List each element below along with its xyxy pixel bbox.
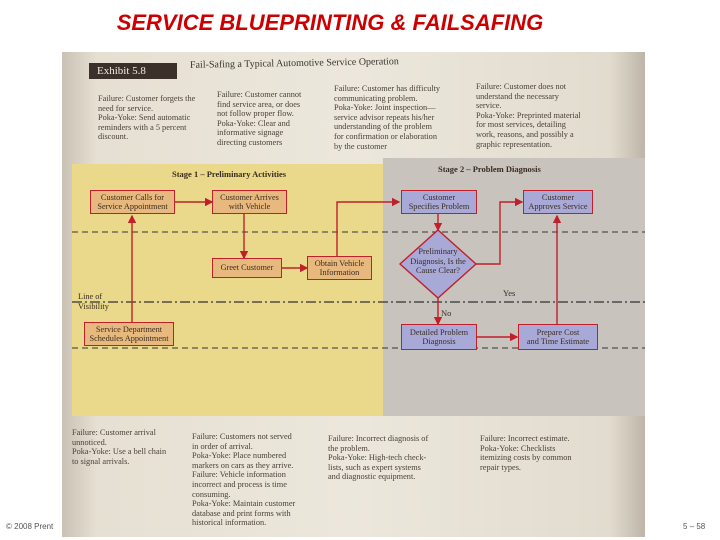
flow-lines [72,197,645,349]
decision-diamond [398,229,478,299]
arrow-obtain-specifies [336,197,401,257]
step-customer-arrives-label: Customer Arrives with Vehicle [220,192,279,212]
annotation-bottom-3: Failure: Incorrect diagnosis of the prob… [328,434,429,482]
arrow-yes [476,197,524,265]
annotation-bottom-1: Failure: Customer arrival unnoticed. Pok… [72,428,167,466]
step-customer-approves: Customer Approves Service [523,190,593,214]
step-obtain-vehicle-info: Obtain Vehicle Information [307,256,372,280]
step-obtain-vehicle-info-label: Obtain Vehicle Information [314,258,365,278]
step-customer-arrives: Customer Arrives with Vehicle [212,190,287,214]
step-detailed-diagnosis: Detailed Problem Diagnosis [401,324,477,350]
step-prepare-estimate-label: Prepare Cost and Time Estimate [526,327,590,347]
step-customer-calls-label: Customer Calls for Service Appointment [97,192,168,212]
annotation-bottom-4: Failure: Incorrect estimate. Poka-Yoke: … [480,434,572,472]
annotation-top-3: Failure: Customer has difficulty communi… [334,84,441,151]
footer-copyright: © 2008 Prent [6,522,54,531]
step-customer-approves-label: Customer Approves Service [528,192,588,212]
annotation-top-1: Failure: Customer forgets the need for s… [98,94,196,142]
step-customer-specifies: Customer Specifies Problem [401,190,477,214]
annotation-bottom-2: Failure: Customers not served in order o… [192,432,296,528]
line-of-visibility-label: Line of Visibility [78,292,109,311]
decision-yes-label: Yes [503,288,516,298]
annotation-top-4: Failure: Customer does not understand th… [476,82,581,149]
decision-preliminary-diagnosis: Preliminary Diagnosis, Is the Cause Clea… [410,247,466,275]
exhibit-photo: Exhibit 5.8 Fail-Safing a Typical Automo… [62,52,645,537]
step-prepare-estimate: Prepare Cost and Time Estimate [518,324,598,350]
stage1-label: Stage 1 – Preliminary Activities [172,169,287,179]
stage2-label: Stage 2 – Problem Diagnosis [438,164,541,174]
footer-page-number: 5 – 58 [683,522,706,531]
exhibit-label: Exhibit 5.8 [89,63,177,79]
slide-title: SERVICE BLUEPRINTING & FAILSAFING [116,10,544,35]
step-greet-customer: Greet Customer [212,258,282,278]
step-greet-customer-label: Greet Customer [220,263,274,273]
step-customer-calls: Customer Calls for Service Appointment [90,190,175,214]
step-detailed-diagnosis-label: Detailed Problem Diagnosis [409,327,469,347]
step-schedules-appointment-label: Service Department Schedules Appointment [89,324,169,344]
step-customer-specifies-label: Customer Specifies Problem [408,192,470,212]
annotation-top-2: Failure: Customer cannot find service ar… [217,90,302,147]
step-schedules-appointment: Service Department Schedules Appointment [84,322,174,346]
decision-no-label: No [441,308,452,318]
